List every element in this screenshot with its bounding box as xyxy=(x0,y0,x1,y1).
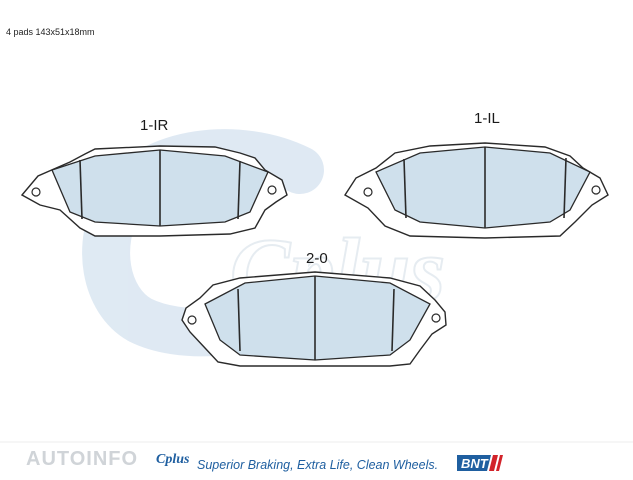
autoinfo-logo: AUTOINFO xyxy=(26,448,139,470)
brake-pad-2-0: 2-0 xyxy=(181,250,447,367)
brand-tagline: Superior Braking, Extra Life, Clean Whee… xyxy=(197,458,439,472)
pad-label: 2-0 xyxy=(306,250,328,267)
spec-text: 4 pads 143x51x18mm xyxy=(6,27,95,37)
brake-pad-1-il: 1-IL xyxy=(344,110,609,239)
bnt-logo: BNT xyxy=(457,455,503,471)
pad-label: 1-IR xyxy=(140,117,169,134)
pad-label: 1-IL xyxy=(474,110,500,127)
cplus-logo: Cplus xyxy=(156,452,190,467)
brake-pad-1-ir: 1-IR xyxy=(20,117,288,237)
bnt-text: BNT xyxy=(461,456,489,471)
